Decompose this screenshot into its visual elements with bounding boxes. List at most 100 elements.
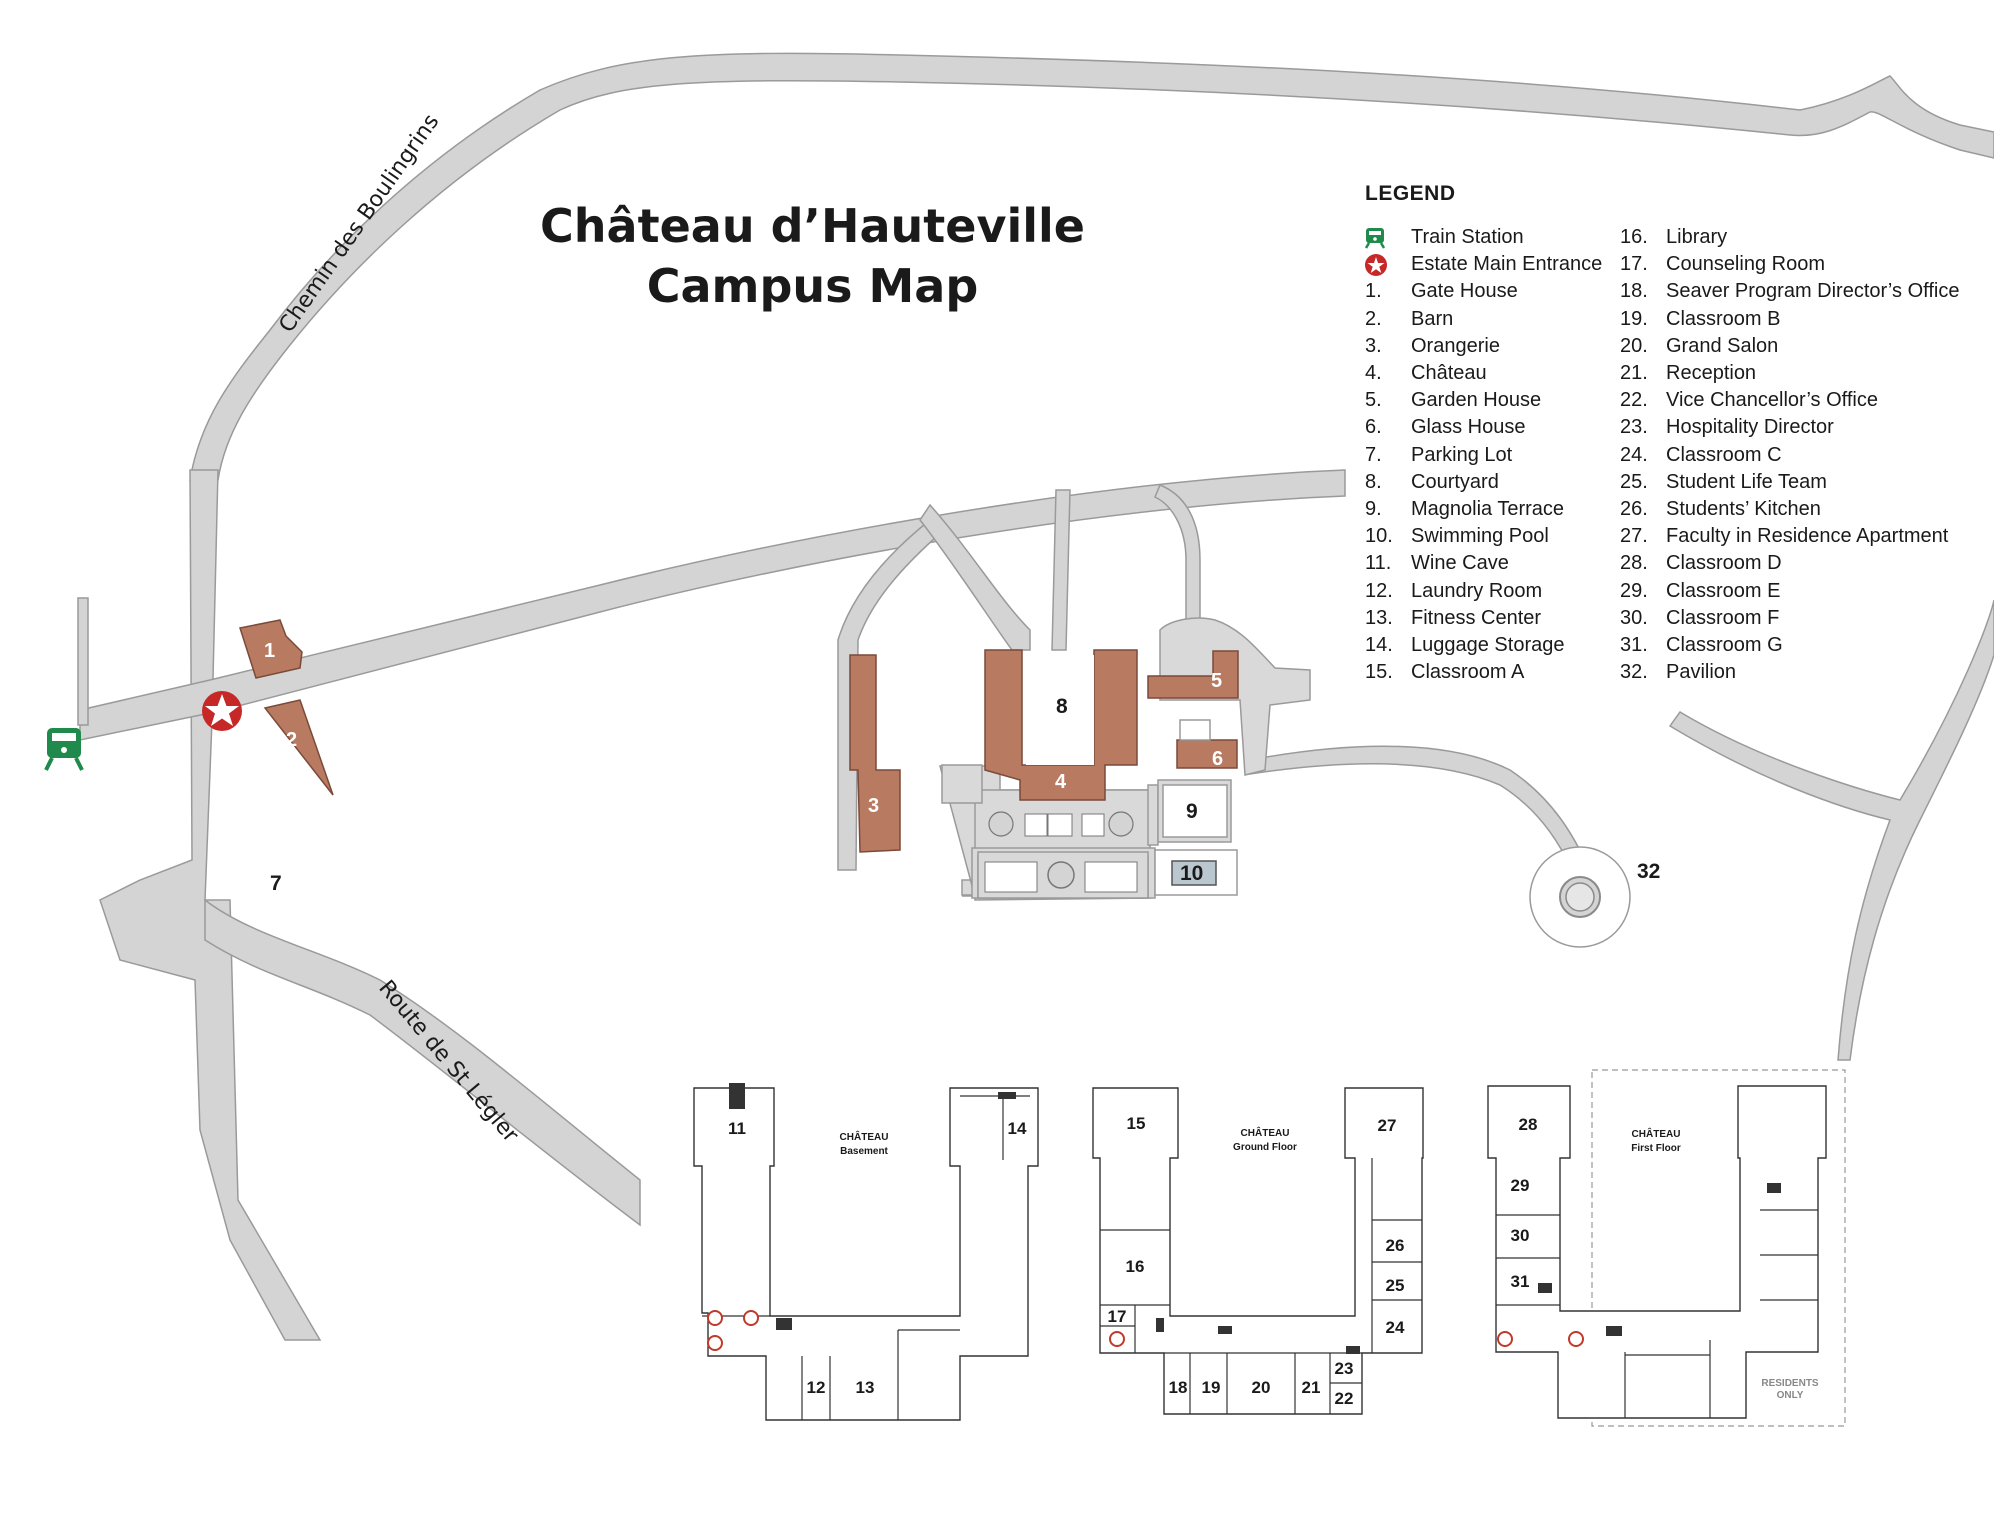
- magnolia-terrace-lawn: [1162, 784, 1228, 838]
- legend-number: 13.: [1365, 606, 1393, 629]
- room-11: 11: [728, 1119, 746, 1138]
- legend-item[interactable]: 23.Hospitality Director: [1620, 414, 1959, 441]
- estate-entrance-marker[interactable]: [202, 691, 242, 731]
- legend-label: Library: [1666, 226, 1728, 249]
- legend-label: Classroom E: [1666, 579, 1781, 602]
- legend-item[interactable]: 7.Parking Lot: [1365, 442, 1620, 469]
- ground-stairs-3: [1346, 1346, 1360, 1354]
- legend-number: 9.: [1365, 497, 1382, 520]
- legend-number: 15.: [1365, 661, 1393, 684]
- legend-number: 30.: [1620, 606, 1648, 629]
- legend-item[interactable]: 3.Orangerie: [1365, 333, 1620, 360]
- legend-item[interactable]: 19.Classroom B: [1620, 306, 1959, 333]
- legend-item[interactable]: 29.Classroom E: [1620, 577, 1959, 604]
- basement-stairs-2: [998, 1092, 1016, 1099]
- legend-label: Estate Main Entrance: [1411, 253, 1603, 276]
- map-number-10: 10: [1180, 862, 1203, 885]
- room-26: 26: [1386, 1236, 1405, 1255]
- legend-item[interactable]: 16.Library: [1620, 224, 1959, 251]
- map-number-6: 6: [1212, 748, 1223, 770]
- courtyard[interactable]: [1026, 655, 1094, 765]
- map-number-32: 32: [1637, 860, 1660, 883]
- train-icon: [47, 728, 81, 758]
- ground-title-2: Ground Floor: [1233, 1142, 1297, 1153]
- legend-label: Student Life Team: [1666, 470, 1827, 493]
- legend-number: 27.: [1620, 525, 1648, 548]
- glass-house-building[interactable]: [1176, 739, 1238, 769]
- legend-item[interactable]: 28.Classroom D: [1620, 550, 1959, 577]
- legend-number: 25.: [1620, 470, 1648, 493]
- map-numbers: 1 2 3 4 5 6 7 8 9 10 32: [264, 640, 1660, 895]
- map-number-8: 8: [1056, 695, 1068, 718]
- train-station-marker[interactable]: [44, 728, 84, 771]
- legend-item[interactable]: 15. Classroom A: [1365, 659, 1620, 686]
- legend-number: 5.: [1365, 389, 1382, 412]
- garden-house-building[interactable]: [1147, 650, 1239, 699]
- legend-item[interactable]: 10.Swimming Pool: [1365, 523, 1620, 550]
- planter-1: [1024, 813, 1048, 837]
- legend-item-entrance[interactable]: Estate Main Entrance: [1365, 251, 1620, 278]
- legend-item[interactable]: 6.Glass House: [1365, 414, 1620, 441]
- legend: LEGEND Train Station Estate Main Entranc…: [1365, 182, 1965, 686]
- legend-item[interactable]: 31.Classroom G: [1620, 632, 1959, 659]
- legend-item[interactable]: 1.Gate House: [1365, 278, 1620, 305]
- legend-item[interactable]: 17.Counseling Room: [1620, 251, 1959, 278]
- legend-item[interactable]: 22.Vice Chancellor’s Office: [1620, 387, 1959, 414]
- legend-item[interactable]: 8.Courtyard: [1365, 469, 1620, 496]
- legend-label: Students’ Kitchen: [1666, 497, 1821, 520]
- chateau-building[interactable]: [984, 649, 1138, 801]
- legend-number: 7.: [1365, 443, 1382, 466]
- legend-item[interactable]: 27. Faculty in Residence Apartment: [1620, 523, 1959, 550]
- legend-number: 20.: [1620, 334, 1648, 357]
- legend-item[interactable]: 5. Garden House: [1365, 387, 1620, 414]
- legend-item[interactable]: 11.Wine Cave: [1365, 550, 1620, 577]
- first-stairs-2: [1606, 1326, 1622, 1336]
- legend-item[interactable]: 18.Seaver Program Director’s Office: [1620, 278, 1959, 305]
- pavilion[interactable]: [1529, 846, 1631, 948]
- legend-item[interactable]: 32.Pavilion: [1620, 659, 1959, 686]
- orangerie-building[interactable]: [849, 654, 901, 853]
- legend-item[interactable]: 25. Student Life Team: [1620, 469, 1959, 496]
- legend-number: 14.: [1365, 633, 1393, 656]
- legend-label: Reception: [1666, 362, 1757, 385]
- legend-label: Faculty in Residence Apartment: [1666, 525, 1949, 548]
- residents-only-zone: [1591, 1069, 1846, 1427]
- restroom-icon: [743, 1310, 759, 1326]
- legend-item[interactable]: 14. Luggage Storage: [1365, 632, 1620, 659]
- legend-label: Pavilion: [1666, 661, 1737, 684]
- legend-item[interactable]: 12.Laundry Room: [1365, 577, 1620, 604]
- legend-item[interactable]: 30.Classroom F: [1620, 605, 1959, 632]
- room-18: 18: [1169, 1378, 1188, 1397]
- first-title-1: CHÂTEAU: [1632, 1127, 1681, 1140]
- legend-item[interactable]: 21.Reception: [1620, 360, 1959, 387]
- legend-label: Classroom C: [1666, 443, 1782, 466]
- legend-label: Classroom A: [1411, 661, 1525, 684]
- barn-building[interactable]: [263, 699, 334, 796]
- legend-item[interactable]: 26.Students’ Kitchen: [1620, 496, 1959, 523]
- north-loop-road: [189, 52, 1994, 481]
- legend-label: Hospitality Director: [1666, 416, 1834, 439]
- legend-item[interactable]: 24.Classroom C: [1620, 442, 1959, 469]
- legend-item[interactable]: 2.Barn: [1365, 306, 1620, 333]
- legend-item[interactable]: 13. Fitness Center: [1365, 605, 1620, 632]
- first-stairs-1: [1538, 1283, 1552, 1293]
- floorplan-basement: CHÂTEAU Basement 11 14 12 13: [693, 1083, 1039, 1421]
- room-12: 12: [807, 1378, 826, 1397]
- legend-item[interactable]: 4.Château: [1365, 360, 1620, 387]
- legend-label: Luggage Storage: [1411, 633, 1565, 656]
- legend-number: 12.: [1365, 579, 1393, 602]
- legend-item[interactable]: 9.Magnolia Terrace: [1365, 496, 1620, 523]
- legend-number: 8.: [1365, 470, 1382, 493]
- restroom-icon: [707, 1335, 723, 1351]
- legend-label: Garden House: [1411, 389, 1542, 412]
- legend-number: 4.: [1365, 362, 1382, 385]
- room-16: 16: [1126, 1257, 1145, 1276]
- legend-item[interactable]: 20.Grand Salon: [1620, 333, 1959, 360]
- room-31: 31: [1511, 1272, 1530, 1291]
- first-title-2: First Floor: [1631, 1143, 1681, 1154]
- legend-label: Fitness Center: [1411, 606, 1542, 629]
- gate-house-building[interactable]: [239, 619, 303, 679]
- basement-stairs-3: [776, 1318, 792, 1330]
- legend-item-train[interactable]: Train Station: [1365, 224, 1620, 251]
